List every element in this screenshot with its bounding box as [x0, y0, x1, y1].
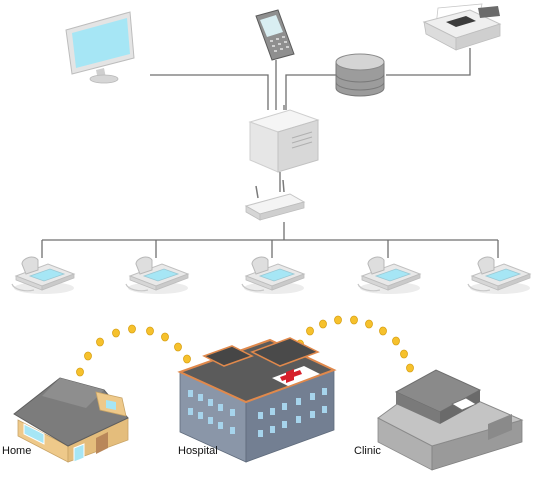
coin-icon — [76, 367, 84, 377]
coin-icon — [146, 326, 154, 336]
clinic-icon — [377, 369, 524, 471]
house-icon — [13, 377, 129, 463]
medical-device-icon — [467, 256, 531, 295]
coin-icon — [161, 332, 169, 342]
label-home: Home — [2, 445, 31, 457]
coin-icon — [183, 354, 191, 364]
database-printer-link — [386, 48, 471, 76]
coin-icon — [128, 324, 136, 334]
medical-device-icon — [357, 256, 421, 295]
coin-icon — [400, 349, 408, 359]
medical-device-icon — [241, 256, 305, 295]
coin-icon — [306, 326, 314, 336]
router-icon — [244, 179, 306, 221]
coin-icon — [334, 315, 342, 325]
coin-icon — [406, 363, 414, 373]
medical-device-icon — [11, 256, 75, 295]
coin-icon — [379, 326, 387, 336]
connection-lines — [41, 48, 499, 258]
medical-device-3 — [241, 256, 305, 295]
coin-arc-home-hospital — [76, 324, 191, 377]
hospital-icon — [177, 337, 337, 463]
coin-icon — [392, 336, 400, 346]
monitor-icon — [65, 11, 135, 84]
medical-device-5 — [467, 256, 531, 295]
label-hospital: Hospital — [178, 445, 218, 457]
medical-device-4 — [357, 256, 421, 295]
coin-icon — [350, 315, 358, 325]
monitor-link — [150, 74, 269, 110]
coin-icon — [174, 342, 182, 352]
coin-icon — [96, 337, 104, 347]
label-clinic: Clinic — [354, 445, 381, 457]
coin-icon — [319, 319, 327, 329]
medical-device-1 — [11, 256, 75, 295]
coin-icon — [112, 328, 120, 338]
medical-device-icon — [125, 256, 189, 295]
printer-icon — [422, 3, 502, 51]
mobile-phone-icon — [255, 9, 295, 61]
coin-icon — [84, 351, 92, 361]
medical-device-2 — [125, 256, 189, 295]
database-link — [285, 74, 336, 110]
database-icon — [335, 53, 385, 97]
server-icon — [248, 109, 320, 173]
coin-icon — [365, 319, 373, 329]
